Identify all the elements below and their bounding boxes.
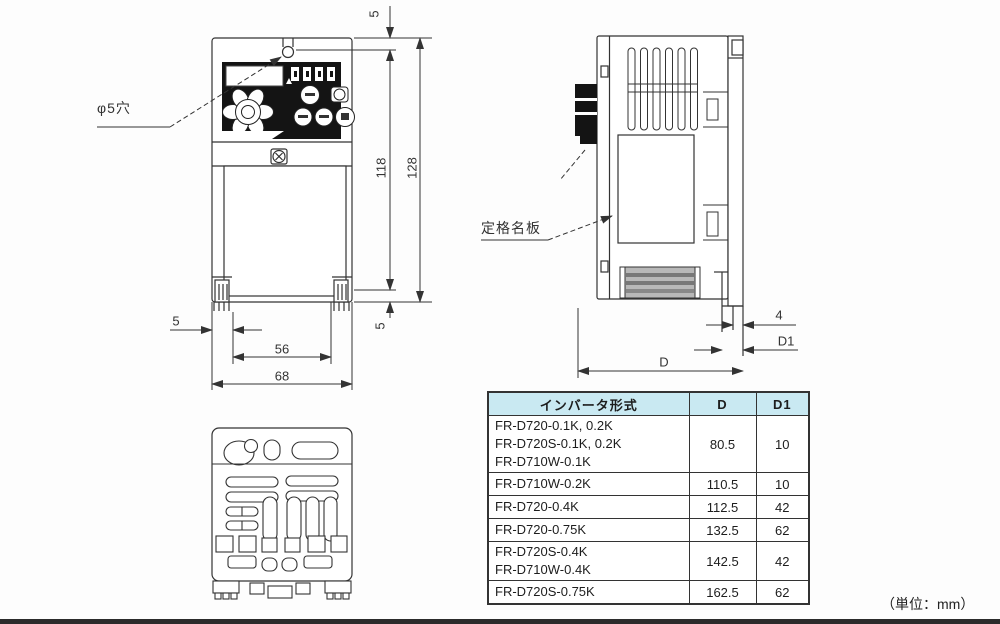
terminal-blocks: [215, 535, 348, 572]
cooling-vents: [627, 47, 698, 131]
image-bottom-edge: [0, 619, 1000, 624]
nameplate-label: 定格名板: [481, 220, 541, 236]
setting-dial[interactable]: [222, 86, 274, 138]
d1-cell: 62: [755, 518, 810, 542]
table-row: FR-D720S-0.75K 162.5 62: [487, 580, 810, 605]
left-foot: [212, 276, 232, 311]
table-row: FR-D720-0.4K 112.5 42: [487, 495, 810, 519]
col-header-d1: D1: [755, 391, 810, 416]
dim-overall-height: 128: [404, 157, 420, 179]
front-dimensions: [97, 6, 432, 390]
nameplate-leader: [481, 149, 613, 241]
bottom-slots-vertical: [262, 496, 338, 542]
model-cell: FR-D710W-0.2K: [487, 472, 690, 496]
table-row: FR-D710W-0.2K 110.5 10: [487, 472, 810, 496]
side-dimensions: [577, 308, 798, 378]
d-cell: 110.5: [688, 472, 757, 496]
model-cell: FR-D720-0.75K: [487, 518, 690, 542]
d-cell: 162.5: [688, 580, 757, 605]
operation-panel: [222, 62, 355, 139]
front-cover: [223, 165, 347, 297]
bottom-heatsink-vent: [619, 266, 701, 299]
table-row: FR-D720-0.1K, 0.2K FR-D720S-0.1K, 0.2K F…: [487, 415, 810, 473]
d-cell: 80.5: [688, 415, 757, 473]
d1-cell: 10: [755, 415, 810, 473]
din-rail-hooks: [212, 580, 352, 600]
model-cell: FR-D720S-0.4K FR-D710W-0.4K: [487, 541, 690, 581]
side-view: [481, 35, 744, 356]
rating-nameplate: [617, 134, 695, 244]
d1-cell: 10: [755, 472, 810, 496]
dim-d1: D1: [777, 333, 795, 349]
cable-cutouts: [212, 438, 352, 466]
model-cell: FR-D720S-0.75K: [487, 580, 690, 605]
model-cell: FR-D720-0.4K: [487, 495, 690, 519]
right-foot: [332, 276, 352, 311]
d-cell: 112.5: [688, 495, 757, 519]
led-display: [225, 65, 284, 87]
hole-diameter-label: φ5穴: [97, 100, 131, 116]
d1-cell: 42: [755, 495, 810, 519]
dim-top-hole-offset: 5: [366, 10, 382, 18]
d1-cell: 42: [755, 541, 810, 581]
table-row: FR-D720S-0.4K FR-D710W-0.4K 142.5 42: [487, 541, 810, 581]
dim-overall-width: 68: [274, 368, 290, 384]
col-header-d: D: [688, 391, 757, 416]
dim-mount-pitch-width: 56: [274, 341, 290, 357]
d-cell: 132.5: [688, 518, 757, 542]
unit-note: （単位：mm）: [881, 596, 975, 612]
model-cell: FR-D720-0.1K, 0.2K FR-D720S-0.1K, 0.2K F…: [487, 415, 690, 473]
dim-back-clearance: 4: [775, 307, 783, 323]
d1-cell: 62: [755, 580, 810, 605]
front-view: [211, 37, 355, 311]
back-plate: [714, 35, 744, 356]
table-row: FR-D720-0.75K 132.5 62: [487, 518, 810, 542]
dim-side-offset: 5: [172, 313, 180, 329]
d-cell: 142.5: [688, 541, 757, 581]
top-mounting-hole: [281, 38, 295, 59]
hole-leader-line: [169, 56, 282, 128]
side-clips: [703, 91, 728, 241]
terminal-connector: [575, 84, 597, 144]
dimension-table: インバータ形式 D D1 FR-D720-0.1K, 0.2K FR-D720S…: [487, 391, 810, 605]
dim-bottom-offset: 5: [372, 322, 388, 330]
table-header-row: インバータ形式 D D1: [487, 391, 810, 416]
dim-mount-pitch-height: 118: [373, 157, 389, 179]
dim-d: D: [659, 354, 669, 370]
col-header-model: インバータ形式: [487, 391, 690, 416]
bottom-view: [211, 427, 353, 600]
